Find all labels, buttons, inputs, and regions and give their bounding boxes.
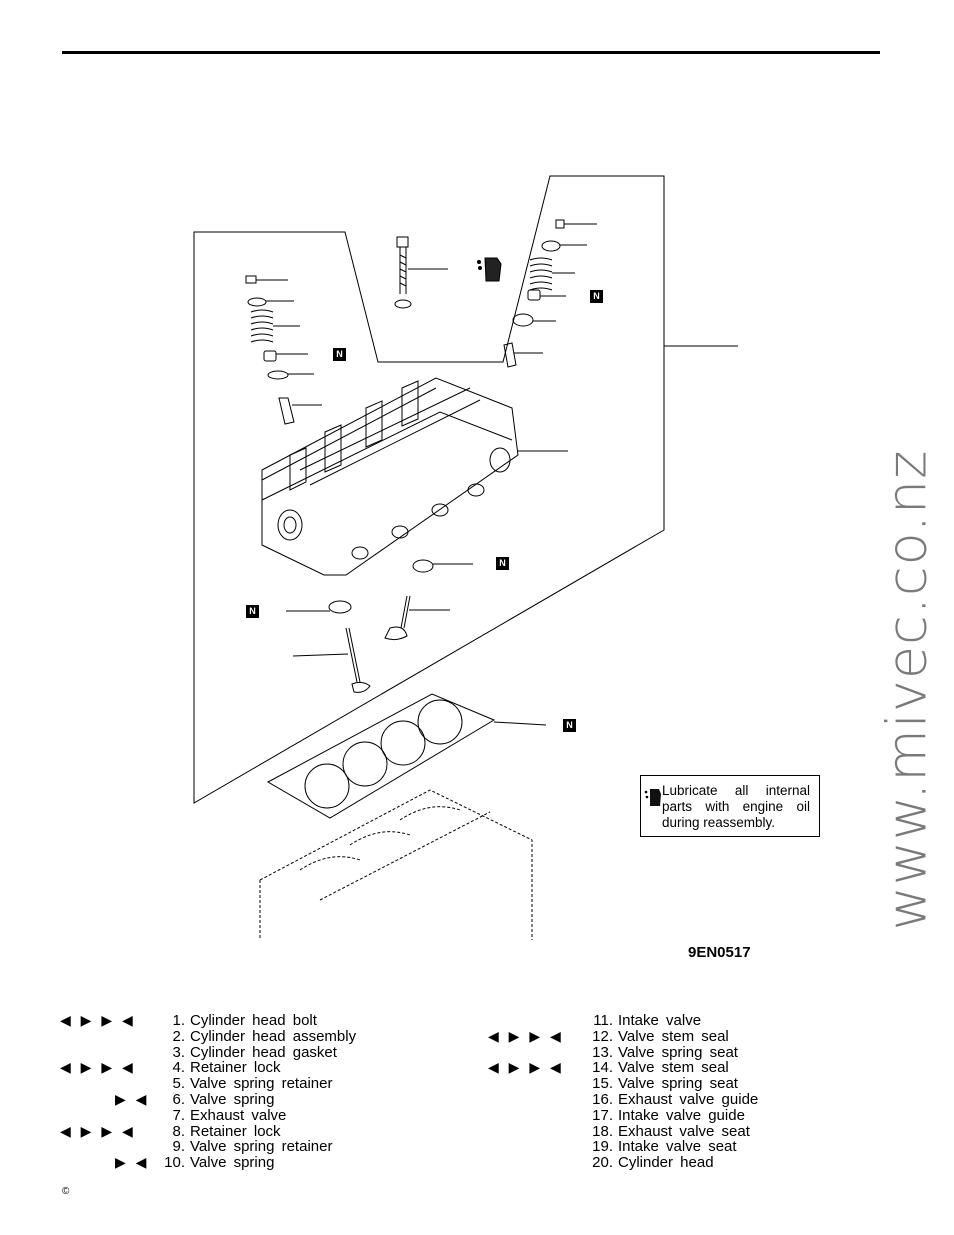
part-number: 3. — [172, 1043, 185, 1061]
part-name: Valve spring seat — [618, 1043, 738, 1061]
service-arrows: ◀ ▶ ▶ ◀ — [488, 1059, 564, 1076]
parts-list-right: 11. Intake valve ◀ ▶ ▶ ◀ 12. Valve stem seal… — [488, 1013, 908, 1171]
parts-list-left: ◀ ▶ ▶ ◀ 1. Cylinder head bolt 2. Cylinder he… — [60, 1012, 480, 1172]
part-row: 18. Exhaust valve seat — [488, 1122, 908, 1140]
part-row: ◀ ▶ ▶ ◀ 8. Retainer lock — [60, 1122, 480, 1140]
cylinder-head-gasket — [266, 693, 547, 819]
part-number: 15. — [592, 1075, 613, 1093]
right-valve-train — [503, 219, 597, 368]
part-number: 2. — [172, 1027, 185, 1045]
part-row: 16. Exhaust valve guide — [488, 1092, 908, 1108]
part-name: Valve spring retainer — [190, 1075, 333, 1093]
part-name: Intake valve seat — [618, 1138, 737, 1156]
engine-block — [259, 789, 533, 940]
part-name: Valve spring retainer — [190, 1138, 333, 1156]
service-arrows: ◀ ▶ ▶ ◀ — [488, 1027, 564, 1044]
part-row: ◀ ▶ ▶ ◀ 14. Valve stem seal — [488, 1060, 908, 1076]
part-name: Valve spring — [190, 1090, 275, 1108]
service-arrows: ◀ ▶ ▶ ◀ — [60, 1059, 136, 1076]
part-row: 13. Valve spring seat — [488, 1043, 908, 1061]
part-name: Cylinder head gasket — [190, 1043, 337, 1061]
part-number: 13. — [592, 1043, 613, 1061]
part-name: Intake valve — [618, 1012, 702, 1029]
lubrication-note: Lubricate all internal parts with engine… — [640, 775, 820, 837]
part-name: Valve stem seal — [618, 1059, 729, 1077]
service-arrows: ▶ ◀ — [115, 1154, 150, 1171]
left-valve-train — [245, 275, 322, 425]
part-row: 5. Valve spring retainer — [60, 1076, 480, 1092]
figure-code: 9EN0517 — [688, 944, 751, 961]
part-number: 20. — [592, 1154, 613, 1172]
part-number: 16. — [592, 1090, 613, 1108]
part-number: 9. — [172, 1138, 185, 1156]
oil-can-icon — [644, 789, 661, 806]
part-row: ◀ ▶ ▶ ◀ 1. Cylinder head bolt — [60, 1012, 480, 1029]
part-row: 17. Intake valve guide — [488, 1106, 908, 1124]
replace-marker-n: N — [563, 719, 576, 732]
part-name: Retainer lock — [190, 1122, 281, 1140]
part-name: Valve spring seat — [618, 1075, 738, 1093]
part-row: 19. Intake valve seat — [488, 1139, 908, 1155]
part-name: Valve spring — [190, 1154, 275, 1172]
part-row: 3. Cylinder head gasket — [60, 1043, 480, 1061]
replace-marker-n: N — [333, 348, 346, 361]
replace-marker-n: N — [590, 290, 603, 303]
oil-can-icon — [477, 257, 502, 282]
lubrication-note-text: Lubricate all internal parts with engine… — [662, 783, 810, 830]
service-arrows: ▶ ◀ — [115, 1090, 150, 1107]
part-row: 11. Intake valve — [488, 1013, 908, 1029]
cylinder-head-bolt — [394, 236, 448, 309]
part-number: 7. — [172, 1106, 185, 1124]
part-name: Exhaust valve seat — [618, 1122, 750, 1140]
cylinder-head-body — [261, 377, 568, 576]
replace-marker-n: N — [496, 557, 509, 570]
part-name: Intake valve guide — [618, 1106, 745, 1124]
part-number: 1. — [172, 1012, 185, 1029]
assembly-boundary — [193, 175, 665, 804]
service-arrows: ◀ ▶ ▶ ◀ — [60, 1122, 136, 1139]
part-row: 15. Valve spring seat — [488, 1076, 908, 1092]
part-name: Cylinder head assembly — [190, 1027, 357, 1045]
part-name: Valve stem seal — [618, 1027, 729, 1045]
valve-seats-and-valves — [286, 559, 473, 693]
part-number: 11. — [593, 1012, 613, 1029]
part-number: 18. — [592, 1122, 613, 1140]
part-row: ◀ ▶ ▶ ◀ 4. Retainer lock — [60, 1060, 480, 1076]
part-number: 5. — [172, 1075, 185, 1093]
part-row: 7. Exhaust valve — [60, 1106, 480, 1124]
part-number: 12. — [592, 1027, 613, 1045]
replace-marker-n: N — [246, 605, 259, 618]
part-row: ◀ ▶ ▶ ◀ 12. Valve stem seal — [488, 1027, 908, 1045]
part-row: 20. Cylinder head — [488, 1155, 908, 1171]
part-number: 14. — [592, 1059, 613, 1077]
part-row: 9. Valve spring retainer — [60, 1139, 480, 1155]
part-number: 8. — [172, 1122, 185, 1140]
part-name: Exhaust valve guide — [618, 1090, 759, 1108]
part-row: ▶ ◀ 10. Valve spring — [60, 1154, 480, 1172]
part-name: Exhaust valve — [190, 1106, 287, 1124]
watermark: www.mivec.co.nz — [875, 449, 939, 931]
part-name: Cylinder head — [618, 1154, 714, 1172]
service-arrows: ◀ ▶ ▶ ◀ — [60, 1012, 136, 1028]
part-name: Retainer lock — [190, 1059, 281, 1077]
part-number: 6. — [172, 1090, 185, 1108]
part-number: 10. — [164, 1154, 185, 1172]
part-number: 19. — [592, 1138, 613, 1156]
part-number: 17. — [592, 1106, 613, 1124]
part-name: Cylinder head bolt — [190, 1012, 317, 1029]
part-row: ▶ ◀ 6. Valve spring — [60, 1090, 480, 1108]
part-number: 4. — [172, 1059, 185, 1077]
header-rule — [62, 51, 880, 54]
copyright: © — [62, 1186, 70, 1197]
part-row: 2. Cylinder head assembly — [60, 1027, 480, 1045]
